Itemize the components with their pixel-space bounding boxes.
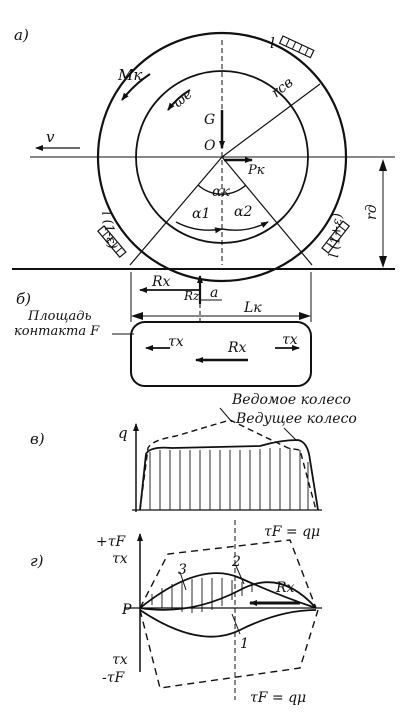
label-area-line2: контакта F [14,324,100,339]
label-a: a [210,285,218,301]
label-curve-3: 3 [178,562,187,578]
label-driven-wheel: Ведомое колесо [231,392,351,408]
label-driving-wheel: Ведущее колесо [235,411,357,427]
pressure-hatching [149,448,309,510]
Lk-arrow-right [299,312,311,320]
label-alpha-k: αк [212,184,230,200]
envelope-bottom [139,609,319,689]
label-tau-left: τx [168,334,184,350]
label-curve-1: 1 [240,636,249,652]
label-alpha1: α1 [192,206,210,222]
curve1-leader [231,613,241,635]
label-area-line1: Площадь [27,309,92,324]
label-Rx-inner: Rx [227,340,247,356]
Lk-arrow-left [131,312,143,320]
label-tauF-bottom: -τF [102,670,125,686]
alpha-k-arc [197,184,247,195]
angular-velocity-arrow [167,89,191,111]
envelope-top [139,539,317,609]
label-omega: ωe [170,86,195,111]
label-taux-bottom: τx [112,652,128,668]
label-Pk: Pк [247,163,265,178]
driven-leader [219,407,233,423]
label-Mk: Mк [117,66,142,84]
label-panel-v: в) [30,430,45,448]
curve3-leader [179,571,187,591]
label-alpha2: α2 [234,204,252,220]
rd-arrow-down [379,256,387,268]
tread-left [97,225,127,259]
label-curve-2: 2 [231,554,241,570]
label-l-top: l [270,34,275,52]
tread-top [278,35,315,59]
pressure-panel: в) q Ведомое колесо Ведущее колесо [30,392,357,512]
label-P: P [121,602,132,618]
label-eq-bottom: τF = qμ [250,690,306,706]
radius-right [221,156,313,266]
label-O: O [204,138,216,154]
label-q: q [118,424,128,442]
label-tauF-top: +τF [96,534,126,550]
tread-right [321,220,351,254]
wheel-panel: а) l Mк ωe rсв G O v Pк αк α1 α2 l (1-ε)… [12,26,395,283]
label-l-right: l (1+ε) [327,213,346,259]
alpha1-arc [175,221,223,234]
alpha2-arc [221,221,269,231]
label-Lk: Lк [243,300,262,316]
free-radius-line [221,83,321,158]
label-panel-b: б) [16,290,31,308]
curve-2 [139,581,317,611]
curve-3 [139,572,317,609]
driving-leader [283,427,297,441]
contact-panel: б) Rx Rz a Lк Площадь контакта F τx Rx τ… [14,272,312,387]
label-Rx: Rx [151,274,171,290]
label-panel-g: г) [30,552,44,570]
driving-wheel-curve [139,439,319,511]
torque-arc-arrow [121,73,151,101]
label-panel-a: а) [14,26,29,44]
curve-1 [139,609,317,638]
radius-left [129,156,223,266]
label-tau-right: τx [282,332,298,348]
rd-arrow-up [379,159,387,171]
driven-wheel-curve [139,419,317,511]
label-rd: rд [364,204,380,220]
label-taux-top: τx [112,551,128,567]
label-eq-top: τF = qμ [264,524,320,540]
label-Rz: Rz [183,289,200,303]
label-rsv: rсв [269,75,297,102]
label-shear-Rx: Rx [275,580,295,596]
curve2-leader [235,565,245,585]
label-v: v [46,128,55,146]
shear-panel: г) +τF τx P 3 2 1 Rx τx -τF τF = qμ τF =… [30,520,322,706]
label-G: G [204,112,215,128]
contact-patch [130,321,312,387]
label-l-left: l (1-ε) [98,210,119,250]
